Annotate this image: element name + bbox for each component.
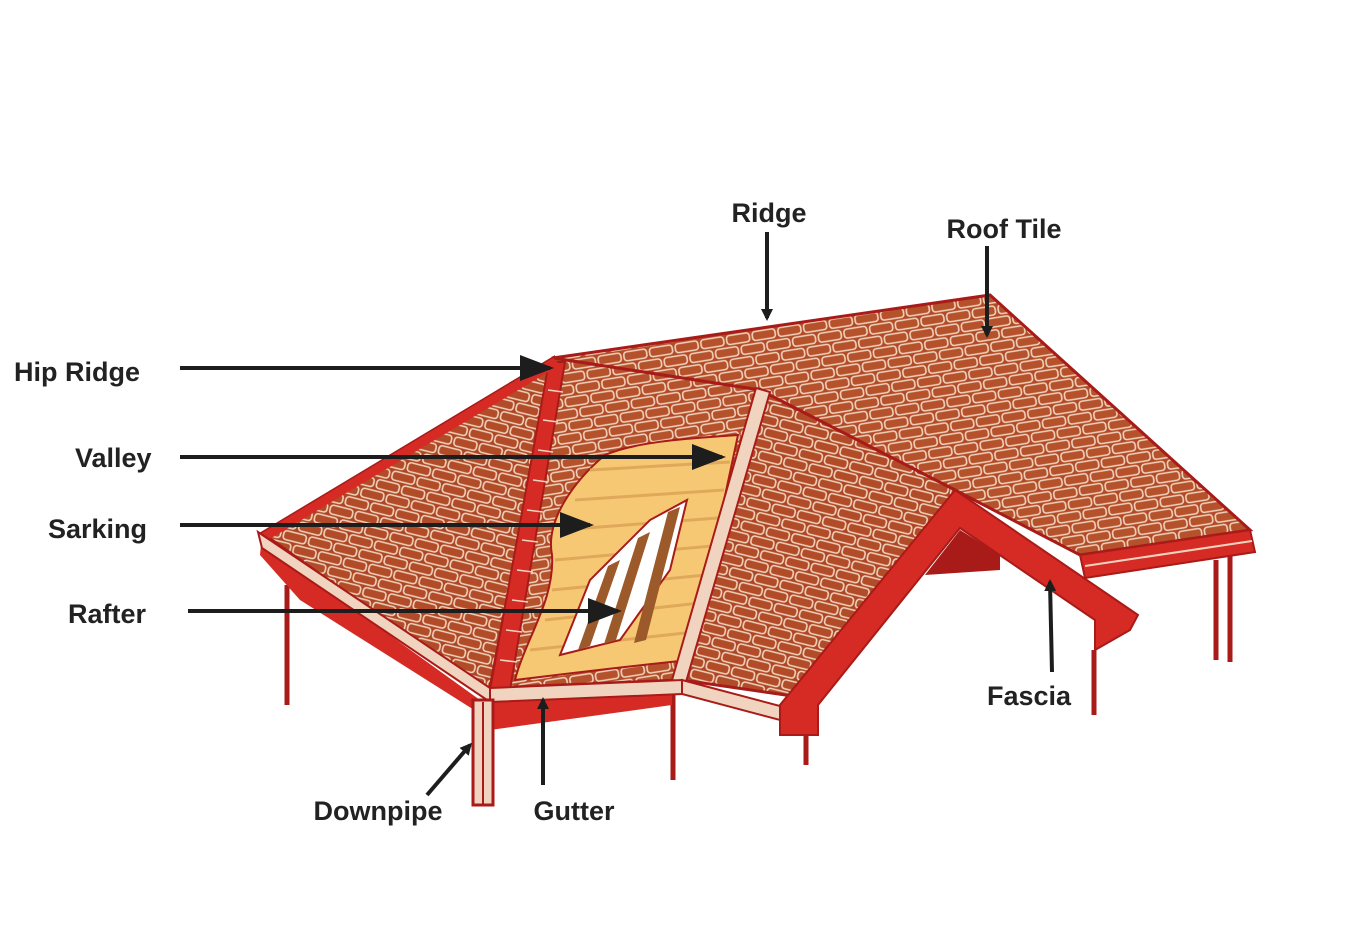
gable-soffit <box>925 530 1000 575</box>
label-valley: Valley <box>75 443 152 473</box>
label-gutter: Gutter <box>534 796 615 826</box>
label-ridge: Ridge <box>731 198 806 228</box>
hip-ridge-marks <box>499 389 564 663</box>
downpipe-arrow <box>425 742 472 797</box>
leader-arrows <box>180 232 1057 797</box>
label-downpipe: Downpipe <box>314 796 443 826</box>
label-rafter: Rafter <box>68 599 147 629</box>
soffit-left <box>260 535 490 720</box>
label-fascia: Fascia <box>987 681 1072 711</box>
label-roof-tile: Roof Tile <box>946 214 1061 244</box>
left-hip-edge <box>262 358 560 540</box>
label-sarking: Sarking <box>48 514 147 544</box>
label-hip-ridge: Hip Ridge <box>14 357 140 387</box>
downpipe-drawing <box>471 698 495 807</box>
gutter-gable-front <box>681 678 781 722</box>
fascia-arrow <box>1044 579 1057 673</box>
walls <box>284 555 1233 780</box>
gable-fascia <box>779 488 1140 736</box>
